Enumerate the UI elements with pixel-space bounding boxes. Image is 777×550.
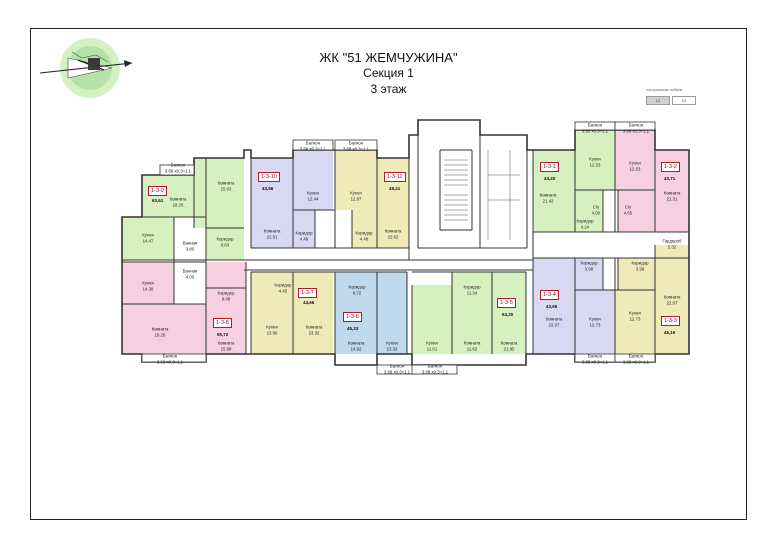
apt-label-1-3-6: 1-3-6 [343,312,362,322]
apt-label-1-3-3: 1-3-3 [661,316,680,326]
balconies [141,121,656,375]
section-title: Секция 1 [363,66,414,80]
apt-label-1-3-8: 1-3-8 [213,318,232,328]
legend-box-1: 12 [646,96,670,105]
apt-total-1-3-2: 43,71 [664,176,676,181]
apt-total-1-3-10: 43,56 [262,186,274,191]
apt-total-1-3-6: 45,33 [347,326,359,331]
apt-label-1-3-10: 1-3-10 [258,172,280,182]
apt-label-1-3-9: 1-3-9 [148,186,167,196]
apt-label-1-3-5: 1-3-5 [497,298,516,308]
apt-total-1-3-8: 65,72 [217,332,229,337]
apt-label-1-3-4: 1-3-4 [540,290,559,300]
legend-caption: ось кухни/ком-ты/балк [646,88,683,92]
drawing-frame [30,28,747,520]
apt-label-1-3-11: 1-3-11 [384,172,406,182]
apt-total-1-3-11: 48,41 [389,186,401,191]
compass-icon [39,38,133,98]
apt-total-1-3-5: 64,20 [502,312,514,317]
stair-hatch [444,150,520,240]
apt-label-1-3-7: 1-3-7 [298,288,317,298]
apt-label-1-3-1: 1-3-1 [540,162,559,172]
complex-title: ЖК "51 ЖЕМЧУЖИНА" [319,50,458,65]
apt-total-1-3-3: 45,16 [664,330,676,335]
apt-total-1-3-4: 43,66 [546,304,558,309]
apt-total-1-3-7: 44,66 [303,300,315,305]
apt-total-1-3-9: 63,61 [152,198,164,203]
apt-total-1-3-1: 43,20 [544,176,556,181]
apt-label-1-3-2: 1-3-2 [661,162,680,172]
legend-box-2: 12 [672,96,696,105]
apartment-fills [122,130,689,354]
floor-title: 3 этаж [370,82,407,96]
